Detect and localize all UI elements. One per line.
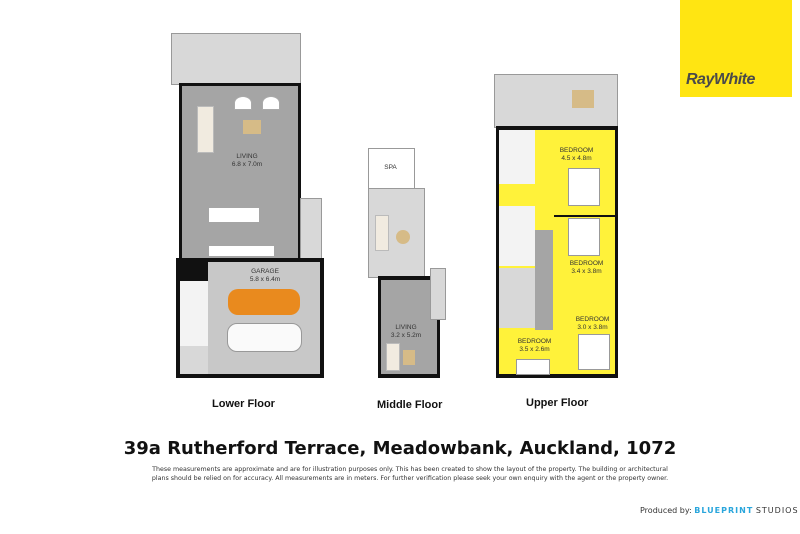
dining-table [572,90,594,108]
coffee-table [243,120,261,134]
room-label-spa: SPA [384,164,397,171]
spa [368,148,415,190]
coffee-table [403,350,415,365]
floor-label-lower: Lower Floor [212,398,275,410]
brand-name: RayWhite [686,71,755,88]
floor-label-upper: Upper Floor [526,397,589,409]
white-car [227,323,302,352]
stairs [300,198,322,260]
floor-label-middle: Middle Floor [377,399,443,411]
studio-name-bold: BLUEPRINT [694,506,754,515]
bed [578,334,610,370]
kitchen-island [209,208,259,222]
sofa [386,343,400,371]
ensuite [499,130,535,184]
armchair [234,96,252,110]
bed [568,168,600,206]
round-table [396,230,410,244]
bed [568,218,600,256]
sofa [197,106,214,153]
stairs [430,268,446,320]
stairs [499,268,535,328]
sofa [375,215,389,251]
laundry [180,346,208,374]
armchair [262,96,280,110]
hall-corridor [535,230,553,330]
kitchen-bench [209,246,274,256]
bathroom [499,206,535,266]
ray-white-logo: RayWhite [680,0,792,97]
orange-car [228,289,300,315]
garage-room [208,262,320,374]
produced-by-label: Produced by: [640,506,692,515]
deck [171,33,301,85]
deck [494,74,618,128]
bedroom-2-wall [554,215,615,217]
bathroom [180,281,208,346]
disclaimer: These measurements are approximate and a… [151,466,669,482]
produced-by: Produced by: BLUEPRINT STUDIOS [640,506,799,515]
property-address: 39a Rutherford Terrace, Meadowbank, Auck… [123,438,677,459]
studio-name-rest: STUDIOS [755,506,799,515]
bed [516,359,550,375]
